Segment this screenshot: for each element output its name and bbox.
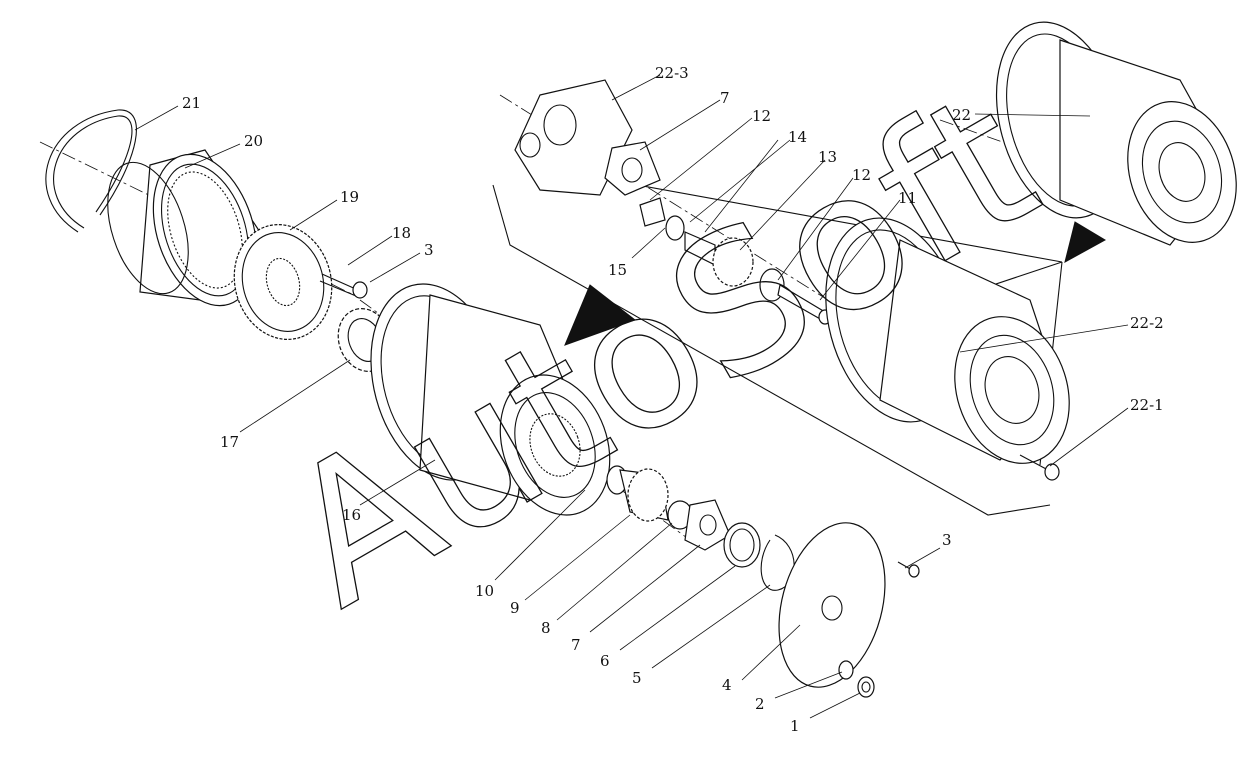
callout-22-3: 22-3	[655, 64, 689, 82]
plate-7-top	[604, 141, 661, 196]
sun-gear-9	[606, 465, 669, 522]
plug-1	[857, 676, 875, 698]
ring-14	[665, 215, 685, 241]
callout-22: 22	[952, 106, 971, 124]
bolt-22-1	[1019, 454, 1060, 481]
carrier-gear-19	[233, 224, 333, 340]
callout-15: 15	[608, 261, 627, 279]
callout-18: 18	[392, 224, 411, 242]
callout-13: 13	[818, 148, 837, 166]
end-cover-4	[778, 522, 886, 688]
callout-7-bottom: 7	[571, 636, 581, 654]
spacer-15	[639, 197, 666, 227]
washer-2	[838, 660, 854, 680]
gear-shaft-14	[684, 231, 754, 287]
ring-gear-20	[107, 149, 263, 307]
leader-lines	[134, 74, 1129, 719]
callout-14: 14	[788, 128, 807, 146]
retaining-ring-5	[760, 534, 795, 591]
callout-10: 10	[475, 582, 494, 600]
callout-21: 21	[182, 94, 201, 112]
snap-ring-21	[45, 109, 137, 233]
callout-9: 9	[510, 599, 520, 617]
callout-19: 19	[340, 188, 359, 206]
callout-3-left: 3	[424, 241, 434, 259]
callout-22-1: 22-1	[1130, 396, 1164, 414]
direction-arrow-left	[564, 284, 637, 346]
callout-11: 11	[898, 189, 917, 207]
callout-5: 5	[632, 669, 642, 687]
callout-4: 4	[722, 676, 732, 694]
callout-1: 1	[790, 717, 800, 735]
callout-16: 16	[342, 506, 361, 524]
carrier-22-3	[514, 79, 633, 196]
bolt-18	[319, 273, 368, 299]
callout-12-mid: 12	[852, 166, 871, 184]
callout-6: 6	[600, 652, 610, 670]
callout-7-top: 7	[720, 89, 730, 107]
washer-6	[723, 522, 761, 568]
callout-17: 17	[220, 433, 239, 451]
direction-arrows	[564, 221, 1107, 346]
callout-labels: 22-3 7 12 14 13 12 11 15 22 21 20 19 18 …	[182, 64, 1164, 735]
callout-20: 20	[244, 132, 263, 150]
assembled-hub-22	[995, 21, 1237, 246]
callout-8: 8	[541, 619, 551, 637]
hub-housing-left	[370, 283, 611, 516]
callout-2: 2	[755, 695, 765, 713]
callout-12-top: 12	[752, 107, 771, 125]
direction-arrow-right	[1064, 221, 1107, 263]
callout-22-2: 22-2	[1130, 314, 1164, 332]
callout-3-right: 3	[942, 531, 952, 549]
bolt-3-right	[897, 561, 920, 578]
cover-plate-7	[684, 499, 731, 551]
